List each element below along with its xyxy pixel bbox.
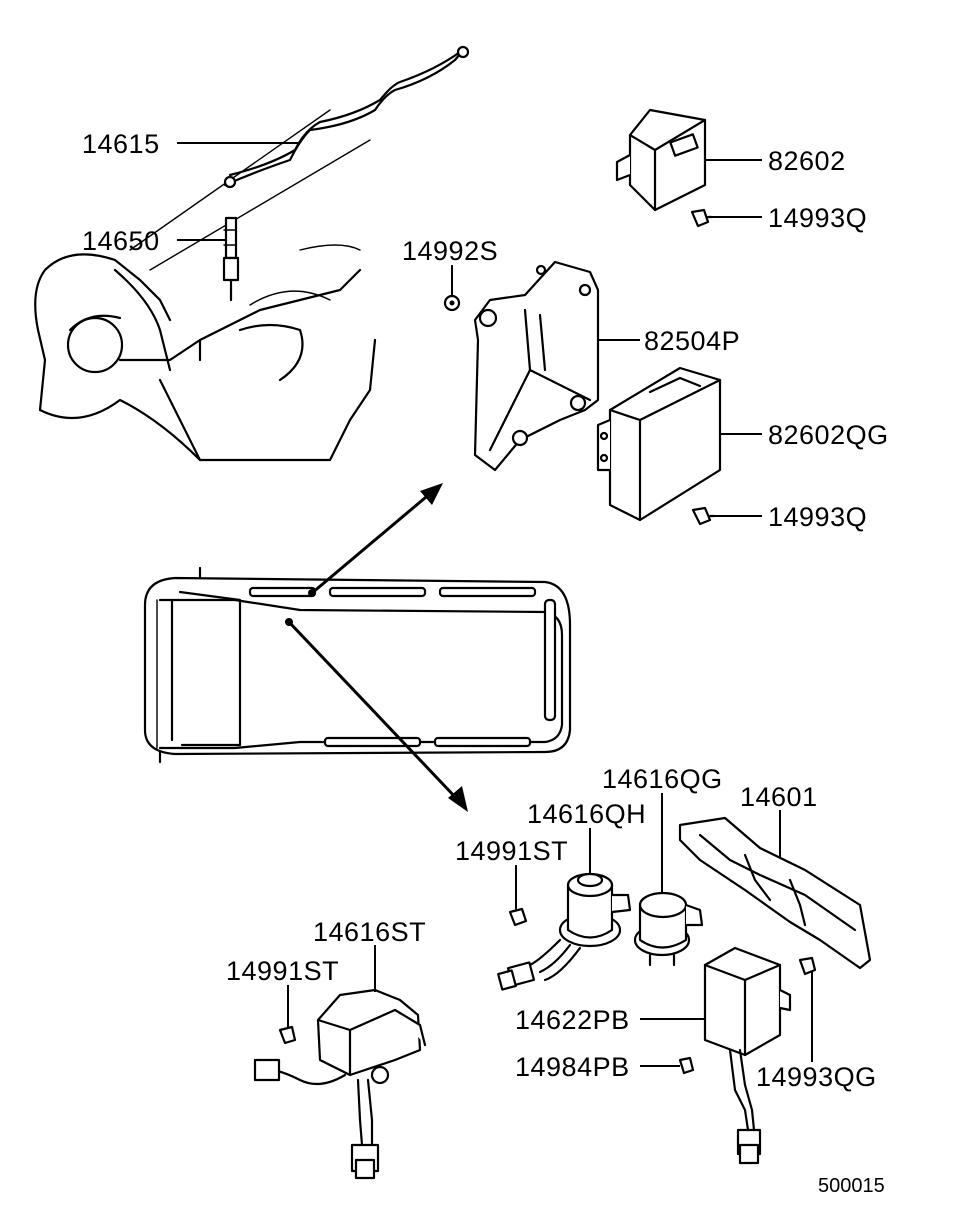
screw-14984pb bbox=[678, 1056, 695, 1075]
control-unit-14622pb bbox=[703, 946, 792, 1165]
label-14991st-right: 14991ST bbox=[455, 836, 568, 866]
control-unit-82602qg bbox=[596, 366, 722, 522]
label-14616qg: 14616QG bbox=[602, 764, 723, 794]
solenoid-14616qh bbox=[497, 872, 632, 991]
label-14615: 14615 bbox=[82, 129, 160, 159]
screw-14993q-mid bbox=[691, 506, 716, 526]
solenoid-14616qg bbox=[633, 891, 704, 967]
label-14616st: 14616ST bbox=[313, 917, 426, 947]
label-14650: 14650 bbox=[82, 226, 160, 256]
label-14616qh: 14616QH bbox=[527, 799, 646, 829]
screw-14991st-right bbox=[508, 907, 528, 927]
label-14991st-left: 14991ST bbox=[226, 956, 339, 986]
label-14993q-top: 14993Q bbox=[768, 203, 867, 233]
label-14993qg: 14993QG bbox=[756, 1062, 877, 1092]
screw-14991st-left bbox=[278, 1025, 297, 1045]
diagram-code: 500015 bbox=[818, 1175, 885, 1197]
cover-14601 bbox=[678, 816, 872, 970]
bracket-82504p bbox=[473, 260, 600, 472]
screw-14993q-top bbox=[690, 208, 714, 228]
label-14601: 14601 bbox=[740, 782, 818, 812]
nut-14992s bbox=[443, 294, 461, 312]
label-14622pb: 14622PB bbox=[515, 1005, 630, 1035]
location-arrow-lower bbox=[287, 620, 468, 812]
screw-14993qg bbox=[798, 956, 817, 976]
control-unit-14616st bbox=[253, 988, 427, 1180]
label-14992s: 14992S bbox=[402, 236, 498, 266]
control-unit-82602 bbox=[615, 108, 707, 212]
label-14993q-mid: 14993Q bbox=[768, 502, 867, 532]
glow-plug-connector bbox=[223, 45, 470, 189]
label-82504p: 82504P bbox=[644, 326, 740, 356]
vehicle-top-view bbox=[143, 566, 572, 764]
glow-plug bbox=[222, 216, 240, 302]
location-arrow-upper bbox=[311, 483, 443, 595]
label-82602qg: 82602QG bbox=[768, 420, 889, 450]
label-82602: 82602 bbox=[768, 146, 846, 176]
leader-lines bbox=[177, 142, 813, 1067]
engine-illustration bbox=[34, 109, 377, 462]
label-14984pb: 14984PB bbox=[515, 1052, 630, 1082]
